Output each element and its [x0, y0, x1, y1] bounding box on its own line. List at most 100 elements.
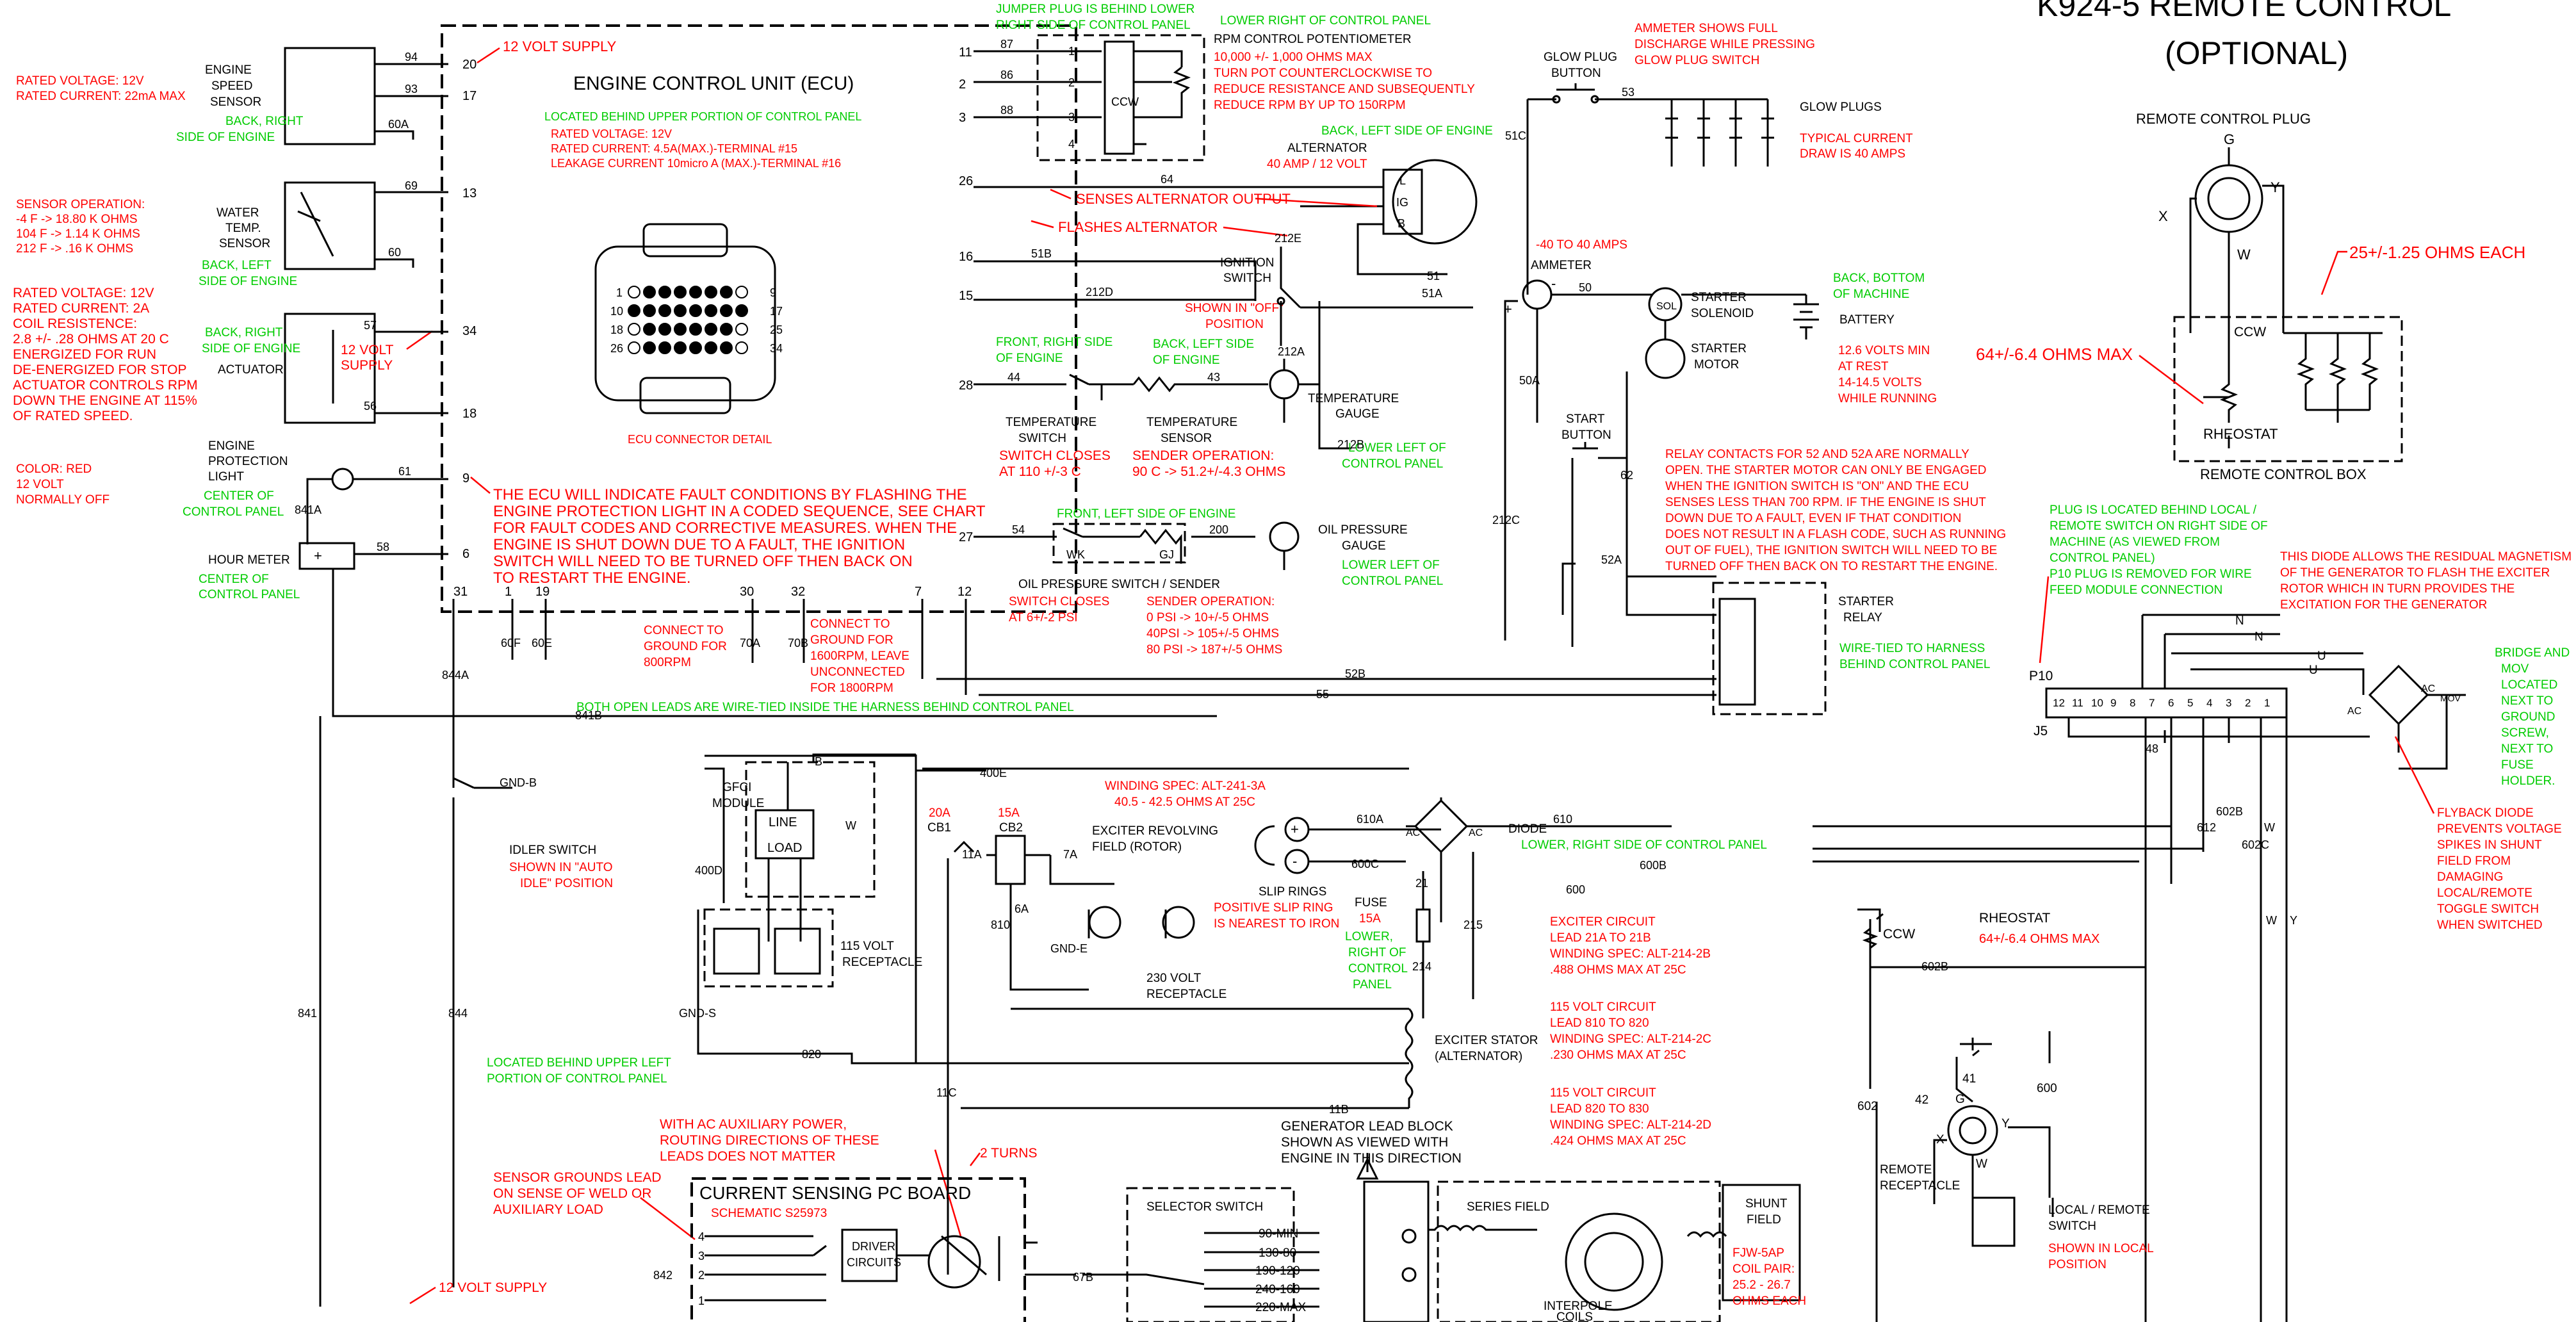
svg-text:15: 15 — [959, 289, 973, 303]
connector-pin — [720, 341, 733, 354]
svg-text:BOTH OPEN LEADS ARE WIRE-TIED: BOTH OPEN LEADS ARE WIRE-TIED INSIDE THE… — [576, 701, 1074, 714]
connector-pin — [658, 323, 671, 336]
svg-text:WINDING SPEC: ALT-214-2D: WINDING SPEC: ALT-214-2D — [1550, 1118, 1711, 1132]
svg-text:602B: 602B — [1921, 960, 1948, 973]
svg-text:212 F -> .16 K OHMS: 212 F -> .16 K OHMS — [16, 242, 133, 256]
svg-text:3: 3 — [1068, 111, 1075, 124]
svg-text:11: 11 — [959, 45, 972, 60]
oil-pressure-circuit: FRONT, LEFT SIDE OF ENGINE WK GJ 54 200 … — [974, 507, 1443, 657]
svg-text:600C: 600C — [1351, 858, 1379, 870]
svg-text:STARTER: STARTER — [1691, 291, 1747, 304]
svg-text:.424 OHMS MAX AT 25C: .424 OHMS MAX AT 25C — [1550, 1134, 1686, 1148]
connector-pin — [643, 286, 656, 298]
svg-text:NORMALLY OFF: NORMALLY OFF — [16, 493, 110, 507]
speed-sensor: ENGINE SPEED SENSOR BACK, RIGHT SIDE OF … — [16, 47, 448, 145]
connector-pin — [735, 323, 748, 336]
svg-text:42: 42 — [1915, 1093, 1928, 1107]
svg-text:SENSOR: SENSOR — [219, 237, 270, 250]
svg-text:RIGHT SIDE OF CONTROL PANEL: RIGHT SIDE OF CONTROL PANEL — [996, 19, 1191, 32]
svg-text:IGNITION: IGNITION — [1220, 256, 1274, 270]
svg-text:Y: Y — [2001, 1117, 2010, 1130]
svg-text:FIELD FROM: FIELD FROM — [2437, 854, 2511, 868]
svg-text:JUMPER PLUG IS BEHIND LOWER: JUMPER PLUG IS BEHIND LOWER — [996, 3, 1194, 16]
svg-text:SLIP RINGS: SLIP RINGS — [1259, 885, 1326, 899]
svg-text:2: 2 — [959, 78, 966, 92]
speed-select: 60F 60E 70A 70B 844A 841B CONNECT TO GRO… — [332, 569, 1217, 722]
svg-text:BACK, LEFT SIDE: BACK, LEFT SIDE — [1153, 338, 1254, 351]
svg-text:51: 51 — [1427, 270, 1440, 282]
j5-pin-label: 1 — [2264, 697, 2270, 709]
svg-text:1: 1 — [616, 286, 623, 299]
svg-text:88: 88 — [1000, 104, 1013, 117]
connector-pin — [643, 341, 656, 354]
svg-text:K924-5 REMOTE CONTROL: K924-5 REMOTE CONTROL — [2037, 0, 2451, 23]
svg-text:SWITCH: SWITCH — [1223, 272, 1271, 285]
svg-text:841: 841 — [298, 1007, 317, 1020]
svg-text:BATTERY: BATTERY — [1839, 313, 1895, 327]
svg-text:44: 44 — [1007, 371, 1020, 384]
svg-text:LEAKAGE CURRENT 10micro A (MAX: LEAKAGE CURRENT 10micro A (MAX.)-TERMINA… — [551, 157, 841, 170]
svg-text:400E: 400E — [980, 767, 1007, 779]
connector-pin — [735, 286, 748, 298]
svg-text:RATED CURRENT: 22mA MAX: RATED CURRENT: 22mA MAX — [16, 90, 186, 103]
svg-text:BACK, RIGHT: BACK, RIGHT — [205, 326, 283, 339]
svg-text:SENDER OPERATION:: SENDER OPERATION: — [1146, 595, 1275, 608]
svg-text:FEED MODULE CONNECTION: FEED MODULE CONNECTION — [2050, 583, 2222, 597]
svg-text:12: 12 — [958, 585, 972, 599]
svg-text:DRAW IS 40 AMPS: DRAW IS 40 AMPS — [1800, 147, 1905, 161]
svg-text:GAUGE: GAUGE — [1335, 407, 1380, 421]
svg-text:GROUND FOR: GROUND FOR — [810, 633, 893, 647]
svg-text:3: 3 — [959, 111, 966, 125]
svg-text:17: 17 — [462, 89, 477, 103]
svg-text:OF THE GENERATOR TO FLASH THE: OF THE GENERATOR TO FLASH THE EXCITER — [2280, 566, 2550, 580]
svg-text:SWITCH WILL NEED TO BE TURNED: SWITCH WILL NEED TO BE TURNED OFF THEN B… — [493, 553, 913, 570]
svg-text:51C: 51C — [1505, 129, 1526, 142]
svg-text:BUTTON: BUTTON — [1551, 67, 1601, 80]
svg-text:212E: 212E — [1275, 232, 1301, 245]
svg-text:FIELD: FIELD — [1747, 1213, 1781, 1227]
svg-text:RPM CONTROL POTENTIOMETER: RPM CONTROL POTENTIOMETER — [1214, 33, 1412, 46]
svg-text:CCW: CCW — [1111, 95, 1139, 108]
svg-text:AC: AC — [1406, 828, 1420, 838]
svg-text:602B: 602B — [2216, 805, 2243, 818]
svg-text:10,000 +/- 1,000 OHMS MAX: 10,000 +/- 1,000 OHMS MAX — [1214, 51, 1373, 64]
svg-text:31: 31 — [453, 585, 468, 599]
svg-text:90-MIN: 90-MIN — [1259, 1227, 1298, 1241]
svg-text:AMMETER SHOWS FULL: AMMETER SHOWS FULL — [1634, 22, 1778, 35]
svg-text:2: 2 — [698, 1269, 705, 1282]
svg-text:212A: 212A — [1278, 345, 1305, 358]
svg-text:PANEL: PANEL — [1353, 978, 1392, 992]
svg-text:25.2 - 26.7: 25.2 - 26.7 — [1732, 1278, 1791, 1292]
svg-text:COLOR: RED: COLOR: RED — [16, 462, 92, 476]
svg-text:REDUCE RPM BY UP TO 150RPM: REDUCE RPM BY UP TO 150RPM — [1214, 99, 1406, 112]
svg-text:SELECTOR SWITCH: SELECTOR SWITCH — [1146, 1200, 1263, 1214]
rpm-potentiometer: JUMPER PLUG IS BEHIND LOWER RIGHT SIDE O… — [974, 3, 1475, 161]
svg-text:P10: P10 — [2029, 669, 2053, 683]
svg-text:SENSOR: SENSOR — [210, 95, 261, 109]
svg-text:AT 110 +/-3 C: AT 110 +/-3 C — [999, 464, 1081, 479]
svg-text:3: 3 — [698, 1250, 705, 1262]
svg-text:THE ECU WILL INDICATE FAULT CO: THE ECU WILL INDICATE FAULT CONDITIONS B… — [493, 486, 967, 503]
svg-text:AC: AC — [2347, 706, 2361, 717]
svg-text:W: W — [1976, 1157, 1987, 1171]
svg-text:LOWER RIGHT OF CONTROL PANEL: LOWER RIGHT OF CONTROL PANEL — [1220, 14, 1431, 28]
connector-pin — [674, 341, 687, 354]
svg-text:RECEPTACLE: RECEPTACLE — [1880, 1179, 1960, 1193]
svg-text:IS NEAREST TO IRON: IS NEAREST TO IRON — [1214, 917, 1339, 931]
svg-text:50: 50 — [1579, 281, 1592, 294]
j5-pin-label: 3 — [2226, 697, 2231, 709]
svg-text:FLYBACK DIODE: FLYBACK DIODE — [2437, 806, 2534, 820]
svg-text:69: 69 — [405, 179, 418, 192]
svg-text:86: 86 — [1000, 69, 1013, 81]
svg-text:612: 612 — [2197, 821, 2216, 834]
svg-text:34: 34 — [462, 324, 477, 338]
svg-text:LEAD 820 TO 830: LEAD 820 TO 830 — [1550, 1102, 1649, 1116]
svg-text:115 VOLT: 115 VOLT — [840, 940, 894, 953]
svg-text:ENGINE IN THIS DIRECTION: ENGINE IN THIS DIRECTION — [1281, 1151, 1462, 1166]
svg-text:60: 60 — [388, 246, 401, 259]
gfci-module: GFCI MODULE LINE LOAD B W 400D 400E 820 … — [487, 753, 1409, 1086]
svg-text:130-80: 130-80 — [1259, 1246, 1296, 1260]
svg-text:15A: 15A — [1359, 912, 1381, 926]
svg-text:CCW: CCW — [2234, 325, 2266, 339]
svg-text:SHOWN IN "OFF": SHOWN IN "OFF" — [1185, 302, 1284, 315]
